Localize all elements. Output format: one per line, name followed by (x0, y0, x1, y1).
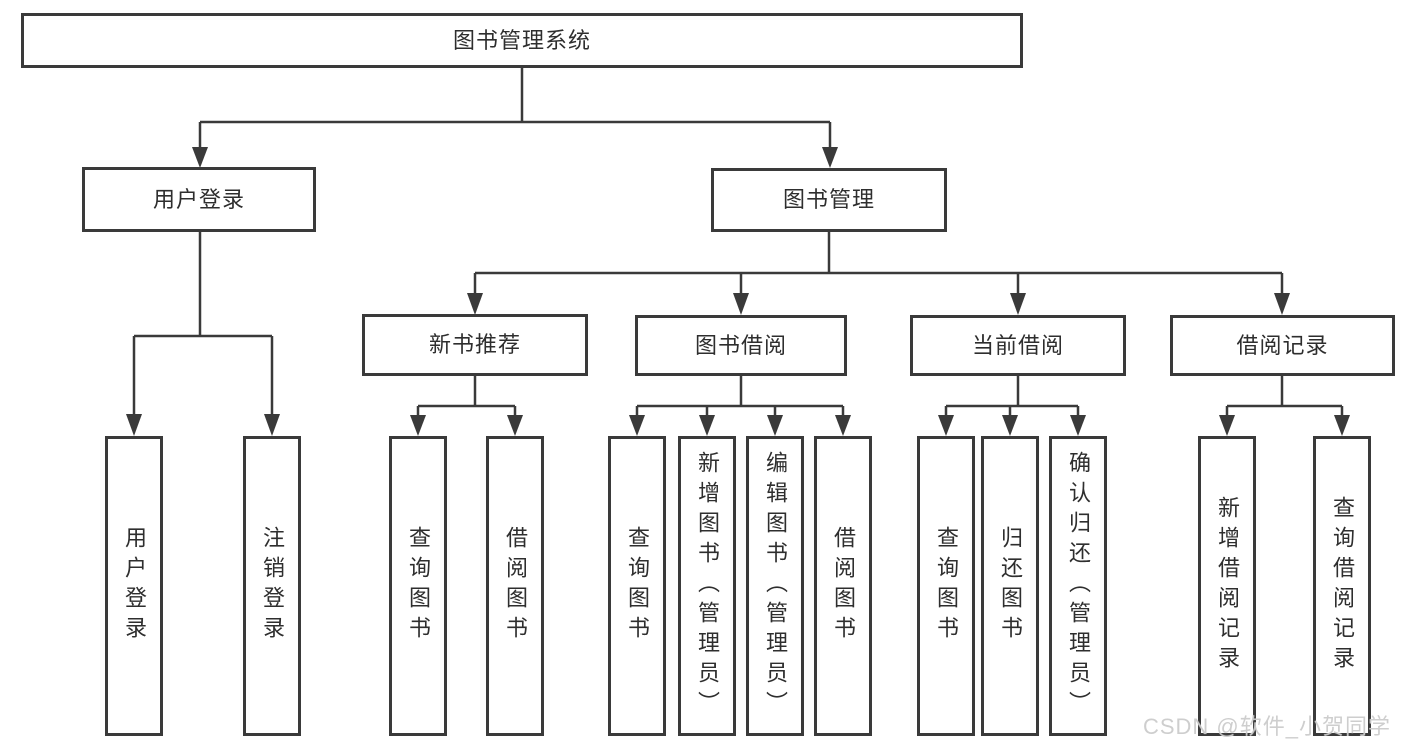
leaf-current-query-books: 查询图书 (917, 436, 975, 736)
edge-new-book-rec-to-leaves (410, 376, 523, 436)
edge-book-mgmt-to-level3 (467, 232, 1290, 315)
leaf-logout: 注销登录 (243, 436, 301, 736)
node-current-borrow: 当前借阅 (910, 315, 1126, 376)
edge-book-borrow-to-leaves (629, 376, 851, 436)
node-new-book-rec: 新书推荐 (362, 314, 588, 376)
leaf-current-confirm-return-admin: 确认归还（管理员） (1049, 436, 1107, 736)
node-borrow-records: 借阅记录 (1170, 315, 1395, 376)
node-user-login: 用户登录 (82, 167, 316, 232)
leaf-newrec-query-books: 查询图书 (389, 436, 447, 736)
leaf-current-return-books: 归还图书 (981, 436, 1039, 736)
leaf-borrow-borrow-books: 借阅图书 (814, 436, 872, 736)
node-book-mgmt: 图书管理 (711, 168, 947, 232)
leaf-borrow-add-books-admin: 新增图书（管理员） (678, 436, 736, 736)
leaf-user-login: 用户登录 (105, 436, 163, 736)
leaf-records-add-record: 新增借阅记录 (1198, 436, 1256, 736)
edge-current-borrow-to-leaves (938, 376, 1086, 436)
leaf-records-query-record: 查询借阅记录 (1313, 436, 1371, 736)
edge-user-login-to-leaves (126, 232, 280, 436)
node-root: 图书管理系统 (21, 13, 1023, 68)
node-book-borrow: 图书借阅 (635, 315, 847, 376)
edge-borrow-records-to-leaves (1219, 376, 1350, 436)
edge-root-to-level2 (192, 68, 838, 168)
leaf-borrow-edit-books-admin: 编辑图书（管理员） (746, 436, 804, 736)
leaf-borrow-query-books: 查询图书 (608, 436, 666, 736)
leaf-newrec-borrow-books: 借阅图书 (486, 436, 544, 736)
